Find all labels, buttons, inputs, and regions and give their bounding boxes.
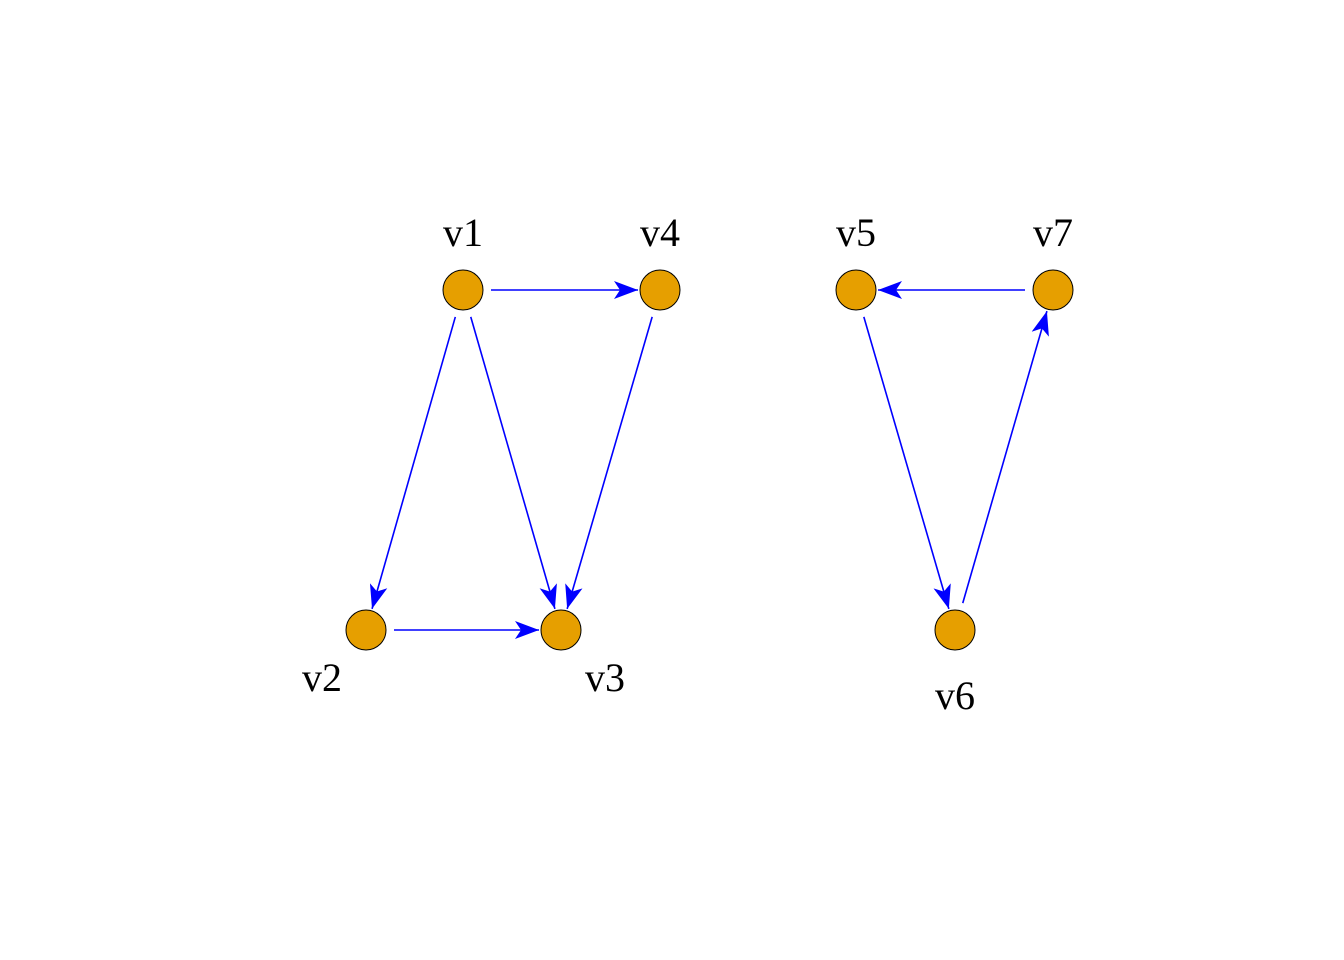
edge-v4-v3 (565, 316, 653, 610)
node-label-v1: v1 (443, 210, 483, 255)
node-label-v7: v7 (1033, 210, 1073, 255)
edge-v1-v2 (369, 316, 457, 610)
node-label-v3: v3 (585, 655, 625, 700)
node-v1 (442, 269, 484, 311)
edge-v5-v6 (863, 316, 951, 610)
edge-v1-v3 (469, 316, 557, 610)
node-v5 (835, 269, 877, 311)
node-label-v6: v6 (935, 673, 975, 718)
nodes-layer (345, 269, 1074, 651)
edge-v6-v7 (961, 310, 1049, 604)
node-v3 (540, 609, 582, 651)
node-label-v4: v4 (640, 210, 680, 255)
edges-layer (369, 281, 1049, 639)
node-label-v5: v5 (836, 210, 876, 255)
node-v7 (1032, 269, 1074, 311)
node-v6 (934, 609, 976, 651)
node-label-v2: v2 (302, 655, 342, 700)
node-v2 (345, 609, 387, 651)
labels-layer: v1 v2 v3 v4 v5 v6 v7 (302, 210, 1073, 718)
node-v4 (639, 269, 681, 311)
